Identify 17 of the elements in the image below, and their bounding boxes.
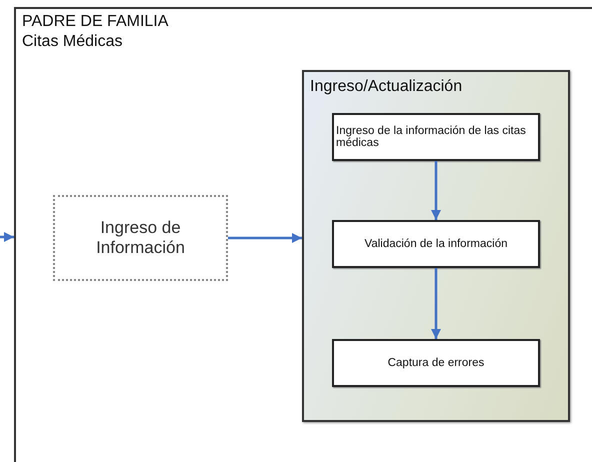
swimlane-frame xyxy=(14,7,592,462)
box-text: Ingreso de la información de las citas médicas xyxy=(335,125,527,149)
arrow xyxy=(431,161,441,220)
arrow xyxy=(0,232,14,242)
arrow xyxy=(431,268,441,339)
lane-title: PADRE DE FAMILIA xyxy=(22,13,168,31)
process-box xyxy=(332,113,540,161)
subprocess-panel xyxy=(302,70,570,422)
arrow xyxy=(228,233,302,243)
panel-title: Ingreso/Actualización xyxy=(310,78,462,96)
dotted-process-box xyxy=(53,195,228,281)
box-text: Captura de errores xyxy=(386,357,486,369)
process-box xyxy=(332,339,540,387)
box-text: Ingreso de Información xyxy=(95,218,186,258)
box-text: Validación de la información xyxy=(364,238,508,250)
process-box xyxy=(332,220,540,268)
lane-subtitle: Citas Médicas xyxy=(22,33,122,51)
